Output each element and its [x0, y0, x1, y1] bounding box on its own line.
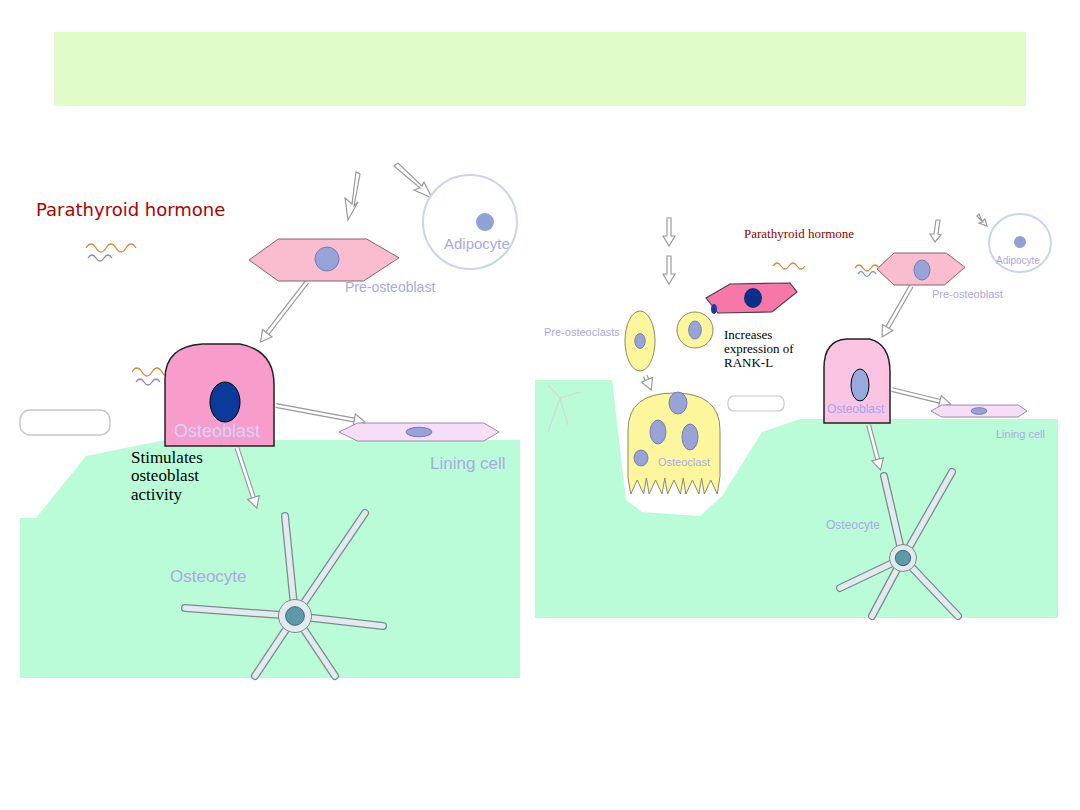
cell-shape [625, 390, 723, 498]
cell-cell: Osteoblast [822, 337, 892, 425]
lineage-arrow [261, 282, 307, 342]
cell-shape [248, 238, 400, 282]
cell-clast: Osteoclast [625, 390, 723, 498]
hormone-label: Parathyroid hormone [744, 227, 854, 241]
lineage-arrow [869, 425, 884, 470]
collagen-fibre [20, 410, 110, 435]
cell-circle: Adipocyte [422, 174, 518, 270]
cell-shape [930, 404, 1028, 418]
faint-cell [548, 385, 580, 432]
bone-matrix [20, 440, 520, 678]
lineage-arrow [237, 448, 259, 508]
cell-label: Osteoblast [174, 422, 260, 442]
title-band [54, 32, 1026, 106]
lineage-arrow [641, 376, 652, 390]
cell-label: Lining cell [996, 428, 1045, 440]
cell-shape [876, 252, 966, 286]
cell-label: Osteoblast [827, 403, 884, 416]
cell-shape [338, 422, 500, 442]
cell-label: Pre-osteoblast [345, 280, 435, 295]
collagen-fibre [728, 396, 784, 411]
cell-label: Pre-osteoclasts [544, 326, 620, 338]
lineage-arrow [276, 405, 365, 425]
cell-label: Osteocyte [826, 519, 880, 532]
cell-shape [422, 174, 518, 270]
cell-cell: Osteoblast [163, 342, 276, 448]
cell-circle: Adipocyte [988, 213, 1052, 273]
stromal-cell [706, 283, 797, 314]
effect-note: Stimulates osteoblast activity [131, 449, 243, 504]
hormone-label: Parathyroid hormone [36, 200, 225, 219]
cell-label: Lining cell [430, 455, 506, 474]
cell-label: Pre-osteoblast [932, 288, 1003, 300]
cell-label: Adipocyte [996, 255, 1040, 266]
lineage-arrow [882, 286, 911, 337]
cell-shape [544, 308, 718, 376]
cell-hex: Pre-osteoblast [248, 238, 400, 282]
cell-shape [840, 470, 960, 618]
cell-hex: Pre-osteoblast [876, 252, 966, 286]
effect-note: Increases expression of RANK-L [724, 328, 828, 370]
cell-star: Osteocyte [840, 470, 960, 618]
cell-label: Osteoclast [658, 456, 710, 468]
cell-ovals: Pre-osteoclasts [544, 308, 718, 376]
cell-flat: Lining cell [338, 422, 500, 442]
cell-flat: Lining cell [930, 404, 1028, 418]
cell-label: Adipocyte [444, 236, 510, 253]
cell-shape [185, 508, 385, 678]
bone-matrix [535, 380, 1058, 618]
cell-star: Osteocyte [185, 508, 385, 678]
lineage-arrow [345, 163, 987, 284]
cell-label: Osteocyte [170, 568, 247, 587]
